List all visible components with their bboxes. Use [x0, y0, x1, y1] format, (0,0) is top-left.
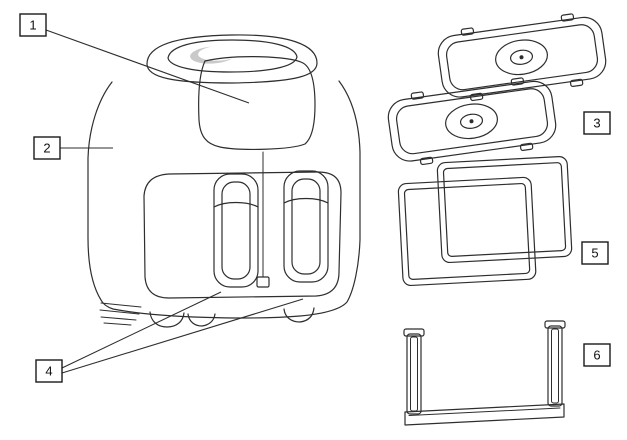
callout-2-label: 2	[43, 141, 50, 156]
mesh-area	[445, 24, 599, 91]
callout-1-box	[19, 13, 47, 37]
callout-2: 2	[33, 136, 61, 160]
callout-5: 5	[581, 241, 609, 265]
center-hub	[495, 39, 548, 76]
rack-left-rail	[406, 333, 422, 415]
callout-3-box	[583, 111, 611, 135]
body-outline	[87, 80, 361, 319]
crisper-plate-lower	[387, 77, 557, 166]
callout-6-label: 6	[593, 348, 600, 363]
leader-line-1	[45, 29, 250, 104]
callout-2-box	[33, 136, 61, 160]
crisper-plate-upper	[437, 13, 607, 102]
drawer-handle-left	[213, 173, 259, 288]
leader-line-4a	[61, 291, 222, 369]
leader-line-4b	[61, 298, 304, 374]
mesh-area	[395, 88, 549, 155]
holes-area	[442, 162, 567, 257]
callout-1: 1	[19, 13, 47, 37]
lid-shading	[190, 45, 242, 64]
wire-rack	[403, 320, 566, 426]
drawer-outline	[143, 171, 342, 299]
callout-4-box	[35, 359, 63, 383]
callout-3: 3	[583, 111, 611, 135]
basket-tray-front	[397, 176, 537, 287]
air-fryer-drawing	[87, 34, 361, 328]
bottom-vents	[99, 302, 142, 326]
holes-area	[403, 182, 531, 280]
basket-tray-back	[436, 156, 573, 264]
rack-left-hook	[403, 328, 425, 337]
leader-lines	[45, 29, 304, 374]
drawer-handle-right	[283, 170, 329, 283]
callout-6-box	[583, 343, 611, 367]
callout-5-label: 5	[591, 246, 598, 261]
rack-bottom-bar	[404, 403, 565, 426]
top-front-panel	[198, 56, 316, 150]
foot-left	[149, 311, 185, 328]
callout-6: 6	[583, 343, 611, 367]
lid-outline	[146, 34, 318, 84]
drawer-latch	[256, 276, 270, 288]
callout-1-label: 1	[29, 18, 36, 33]
foot-left-2	[187, 313, 216, 327]
callout-5-box	[581, 241, 609, 265]
callout-4: 4	[35, 359, 63, 383]
foot-right	[283, 307, 315, 323]
feet	[149, 307, 315, 328]
callout-3-label: 3	[593, 116, 600, 131]
callout-4-label: 4	[45, 364, 52, 379]
center-hub	[445, 103, 498, 140]
rack-right-rail	[547, 325, 563, 407]
rack-right-hook	[544, 320, 566, 329]
